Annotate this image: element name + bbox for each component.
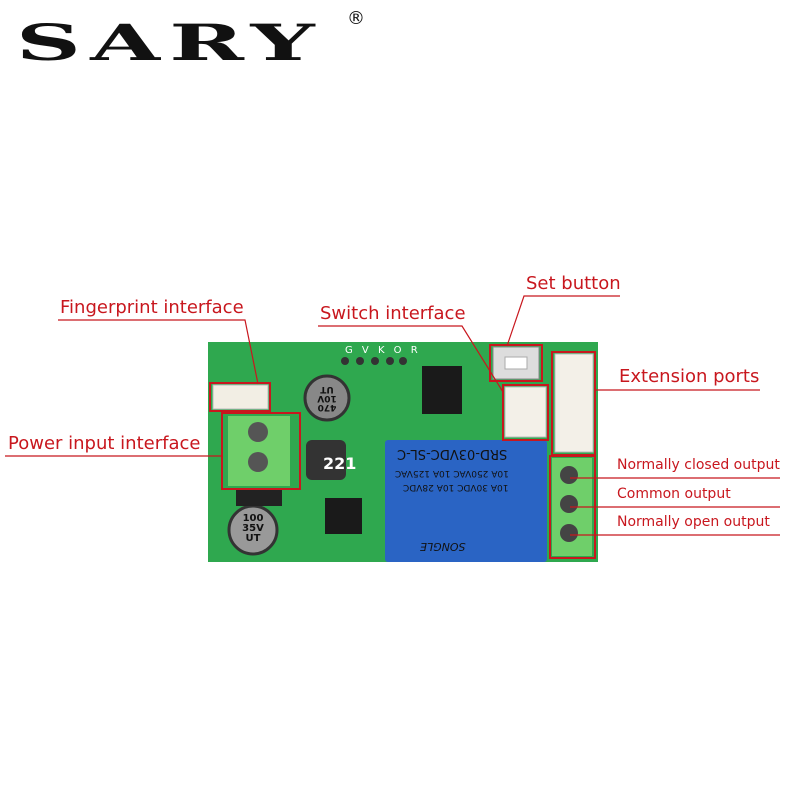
capacitor-470-voltage: 10V (317, 393, 337, 403)
fingerprint-connector (212, 384, 269, 410)
label-extension-ports: Extension ports (619, 366, 760, 387)
label-fingerprint-interface: Fingerprint interface (60, 297, 244, 318)
capacitor-100-marking: 100 35V UT (237, 514, 269, 544)
label-power-input: Power input interface (8, 433, 201, 454)
label-normally-open: Normally open output (617, 514, 770, 530)
capacitor-100-brand: UT (245, 533, 261, 544)
capacitor-470-marking: 470 10V UT (313, 384, 341, 412)
relay-rating-dc: 10A 30VDC 10A 28VDC (403, 482, 509, 492)
header-pins-label: G V K O R (345, 345, 421, 356)
ic-chip-2 (325, 498, 362, 534)
label-set-button: Set button (526, 273, 621, 294)
screw-icon (248, 422, 268, 442)
relay-rating-ac: 10A 250VAC 10A 125VAC (395, 468, 509, 478)
brand-logo: SARY (16, 14, 325, 72)
capacitor-100-value: 100 (242, 513, 264, 524)
capacitor-470 (303, 374, 351, 422)
relay-model: SRD-03VDC-SL-C (397, 446, 508, 461)
inductor (306, 440, 346, 480)
relay (385, 440, 547, 562)
switch-connector (504, 386, 547, 438)
label-normally-closed: Normally closed output (617, 457, 780, 473)
screw-icon (248, 452, 268, 472)
annotation-boxes (209, 344, 596, 559)
diode (236, 490, 282, 506)
inductor-label: 221 (323, 454, 357, 473)
ic-chip (422, 366, 462, 414)
extension-connector (554, 353, 594, 453)
registered-mark: ® (347, 8, 365, 29)
leader-lines (5, 295, 780, 536)
relay-brand: SONGLE (420, 540, 466, 553)
label-common-output: Common output (617, 486, 731, 502)
capacitor-470-brand: UT (320, 384, 334, 394)
capacitor-100-voltage: 35V (242, 523, 264, 534)
capacitor-470-value: 470 (317, 402, 337, 412)
label-switch-interface: Switch interface (320, 303, 466, 324)
